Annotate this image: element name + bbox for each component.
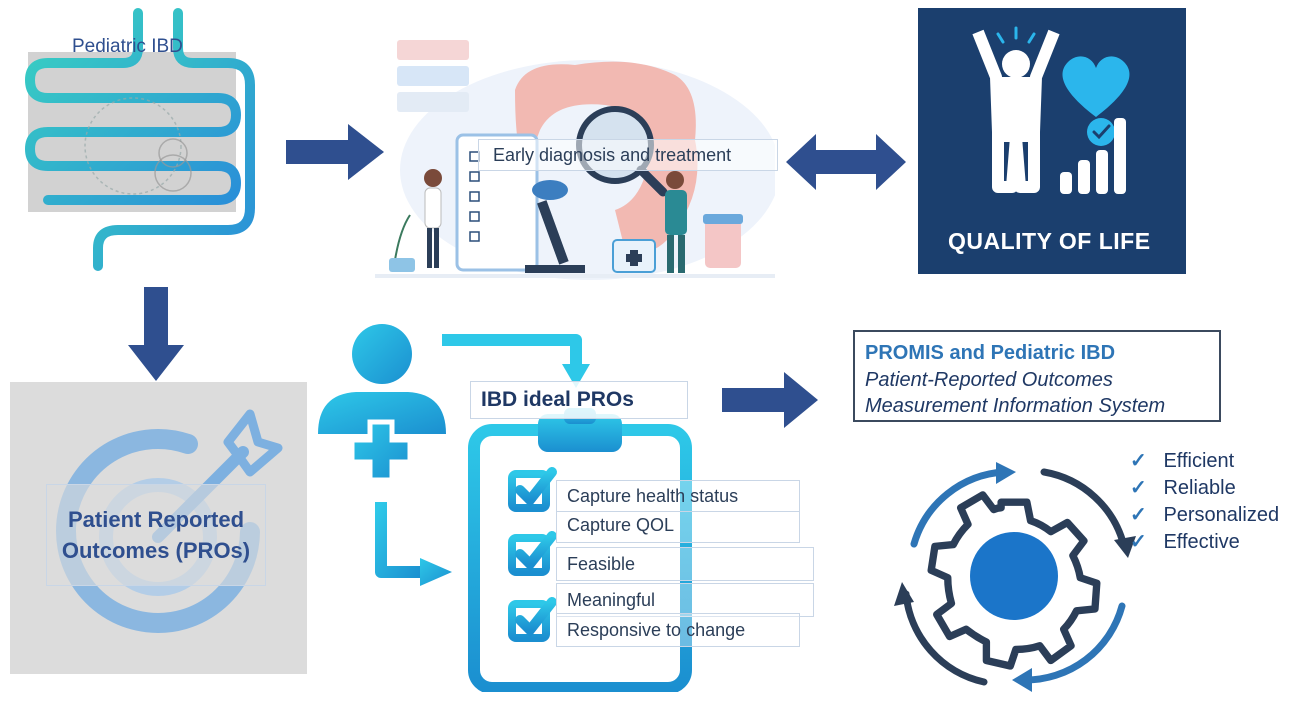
- benefit-label: Effective: [1163, 531, 1240, 553]
- benefit-item: ✓ Reliable: [1130, 475, 1236, 500]
- benefit-label: Efficient: [1163, 450, 1235, 472]
- arrow-right-icon: [722, 372, 818, 428]
- check-icon: ✓: [1130, 450, 1147, 472]
- benefit-label: Reliable: [1163, 477, 1236, 499]
- benefit-item: ✓ Personalized: [1130, 502, 1279, 527]
- promis-box: PROMIS and Pediatric IBD Patient-Reporte…: [853, 330, 1221, 422]
- quality-of-life-label: QUALITY OF LIFE: [948, 228, 1151, 254]
- intestine-icon: [24, 8, 255, 271]
- intestine-label: Pediatric IBD: [72, 36, 183, 57]
- promis-subtitle-1: Patient-Reported Outcomes: [865, 369, 1113, 391]
- ideal-pros-item: Responsive to change: [556, 613, 800, 647]
- promis-title: PROMIS and Pediatric IBD: [865, 342, 1116, 364]
- benefits-list: ✓ Efficient ✓ Reliable ✓ Personalized ✓ …: [1130, 448, 1302, 558]
- pros-label: Patient Reported Outcomes (PROs): [46, 484, 266, 586]
- ideal-pros-item: Meaningful: [556, 583, 814, 617]
- ideal-pros-item: Capture health status: [556, 480, 800, 512]
- benefit-item: ✓ Effective: [1130, 529, 1240, 554]
- diagnosis-label: Early diagnosis and treatment: [478, 139, 778, 171]
- check-icon: ✓: [1130, 477, 1147, 499]
- person-heart-bars-icon: [972, 26, 1130, 194]
- ideal-pros-title: IBD ideal PROs: [470, 381, 688, 419]
- flow-arrow-icon: [442, 334, 590, 388]
- ideal-pros-item: Feasible: [556, 547, 814, 581]
- quality-of-life-panel: QUALITY OF LIFE: [918, 8, 1186, 274]
- ideal-pros-item: Capture QOL: [556, 511, 800, 543]
- intestine-illustration: [18, 8, 258, 273]
- clipboard-icon: [468, 408, 692, 692]
- double-arrow-icon: [786, 134, 906, 190]
- patient-plus-icon: [318, 324, 452, 586]
- benefit-label: Personalized: [1163, 504, 1280, 526]
- gear-cycle-icon: [894, 462, 1136, 692]
- arrow-right-icon: [286, 124, 384, 180]
- promis-subtitle-2: Measurement Information System: [865, 395, 1166, 417]
- check-icon: ✓: [1130, 531, 1147, 553]
- check-icon: ✓: [1130, 504, 1147, 526]
- arrow-down-icon: [128, 287, 184, 381]
- benefit-item: ✓ Efficient: [1130, 448, 1234, 473]
